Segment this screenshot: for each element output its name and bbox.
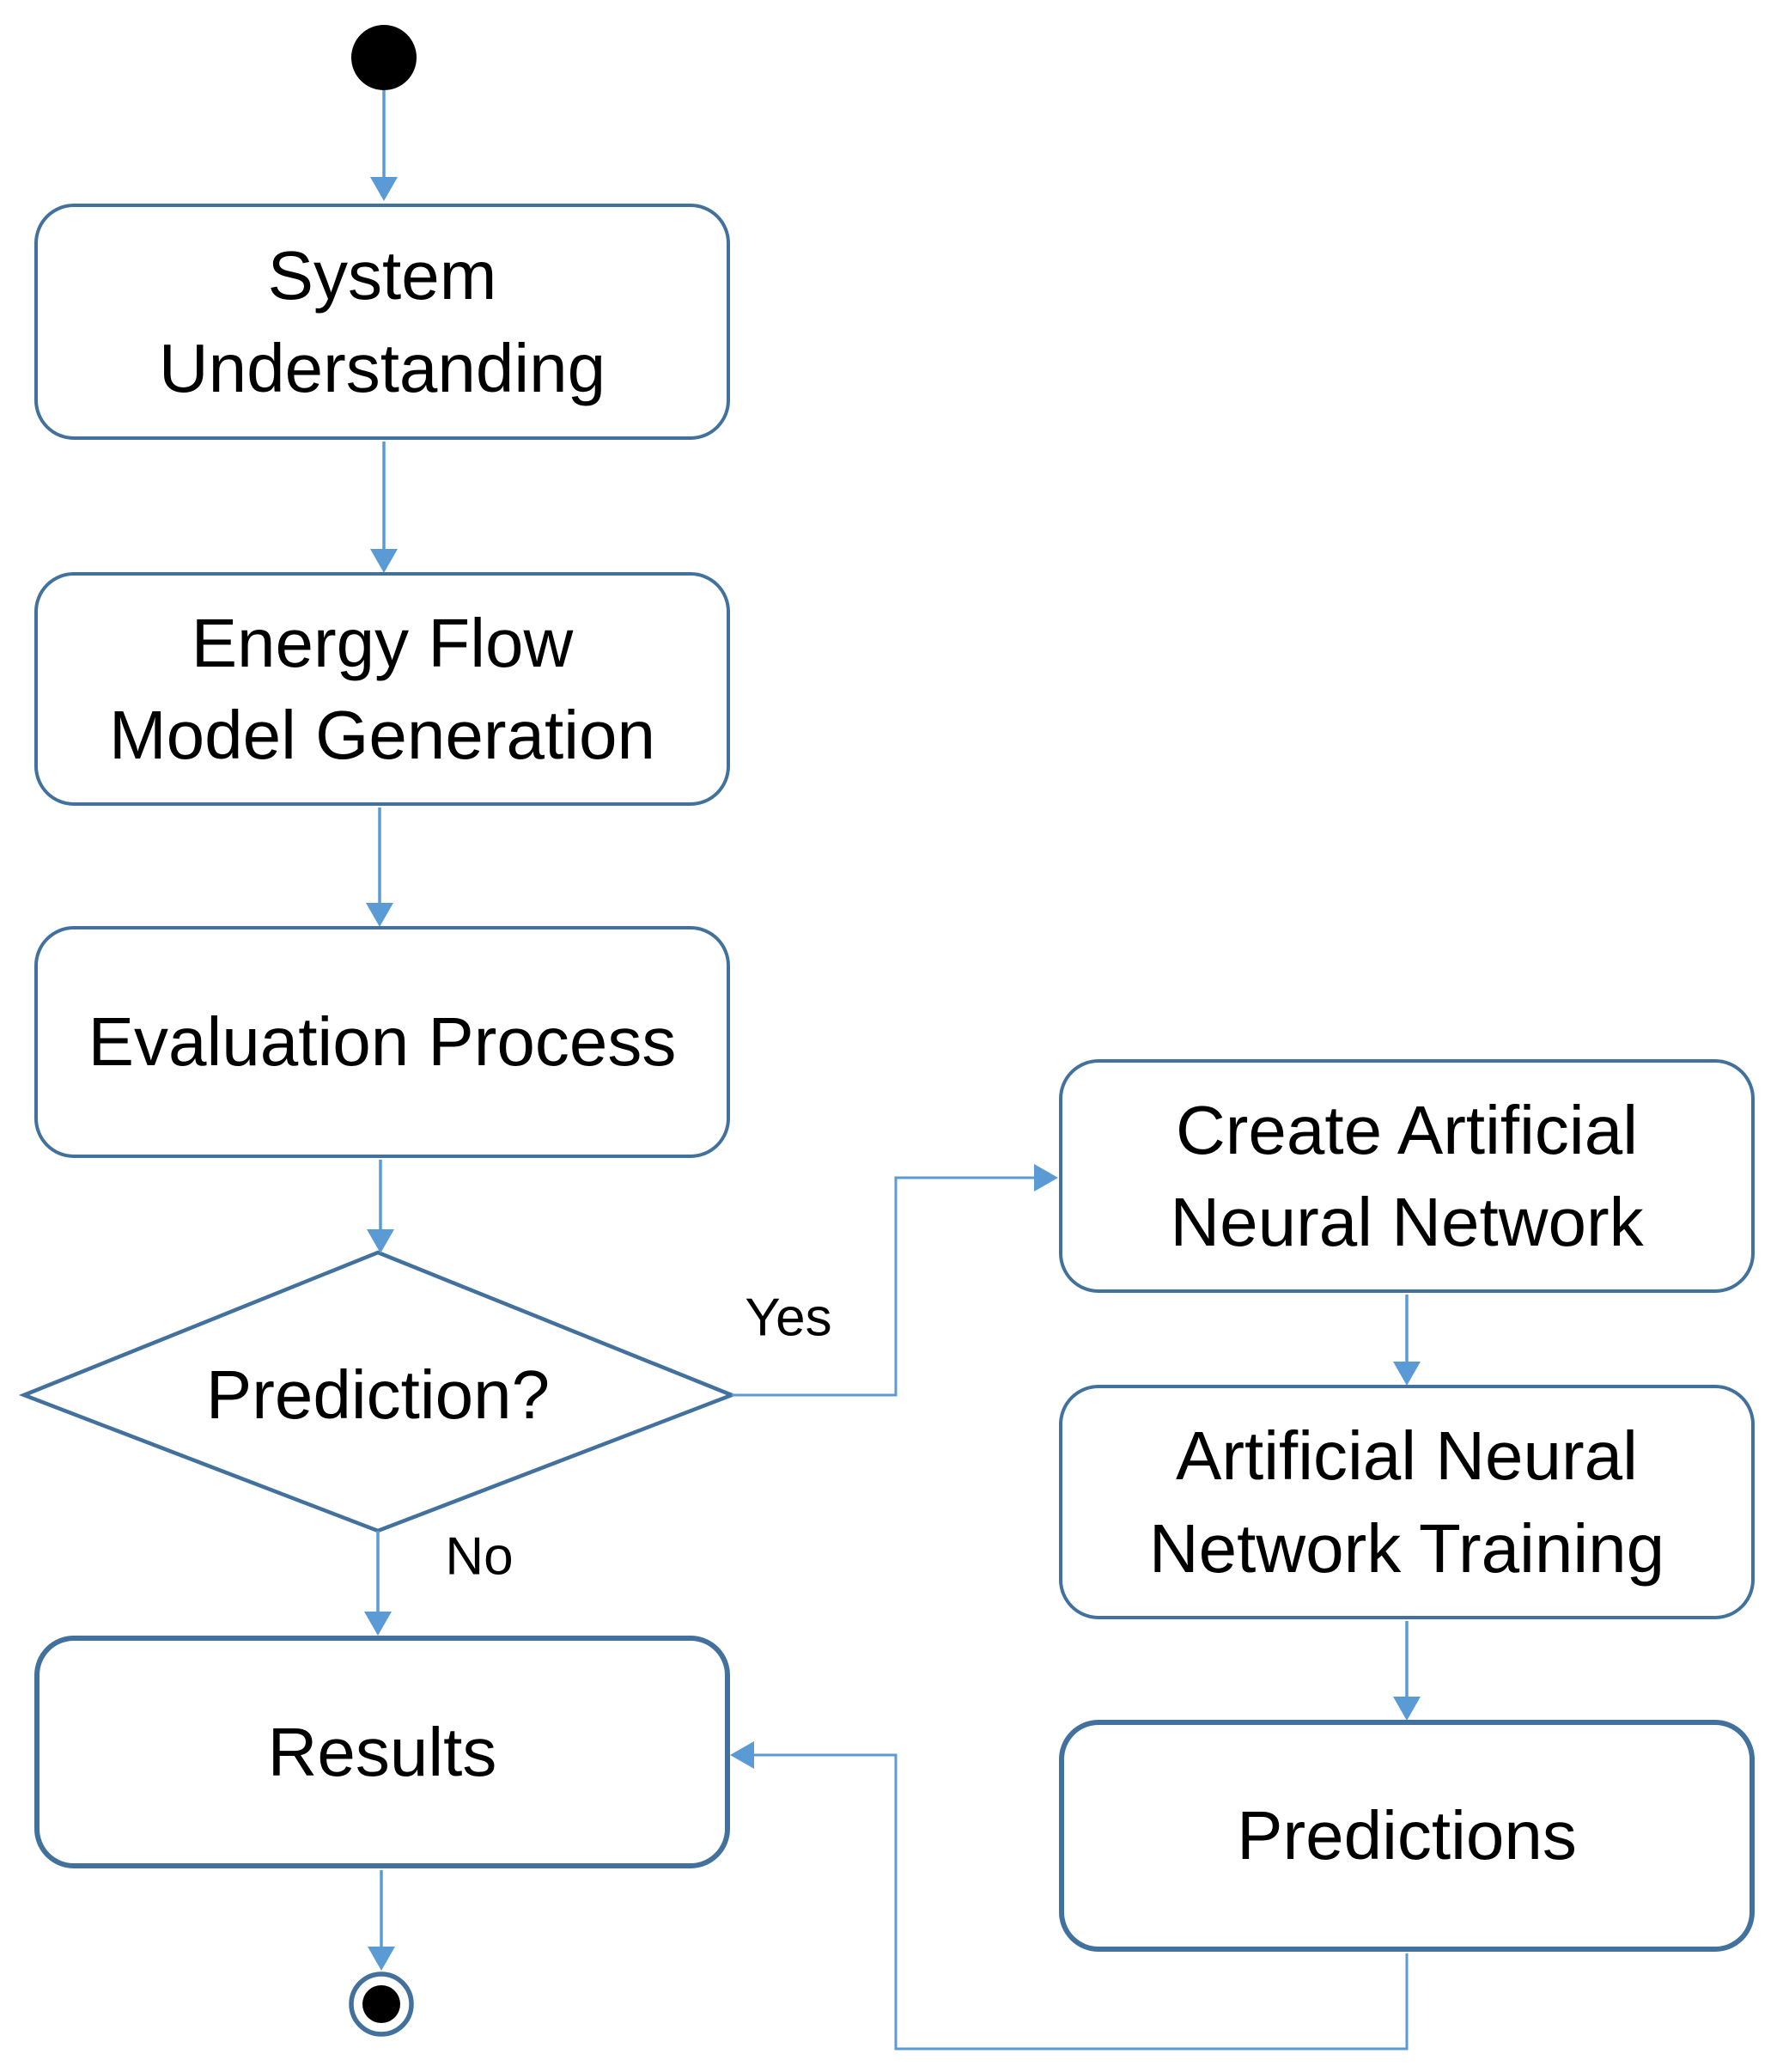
node-predictions: Predictions: [1059, 1720, 1755, 1952]
edge-decision-yes-to-create-ann: [732, 1164, 1058, 1397]
node-label: Energy Flow Model Generation: [109, 604, 655, 773]
node-label: Create Artificial Neural Network: [1170, 1091, 1644, 1260]
start-node-icon: [351, 25, 417, 90]
node-artificial-neural-network-training: Artificial Neural Network Training: [1059, 1385, 1755, 1619]
node-label: Predictions: [1237, 1797, 1577, 1874]
edge-label-yes: Yes: [745, 1288, 832, 1348]
edge-start-to-system-understanding: [370, 90, 398, 201]
edge-predictions-to-results: [730, 1741, 1409, 2051]
node-results: Results: [34, 1636, 730, 1868]
node-create-artificial-neural-network: Create Artificial Neural Network: [1059, 1059, 1755, 1293]
edge-energy-flow-to-evaluation-process: [366, 807, 393, 927]
end-node-icon: [349, 1971, 414, 2037]
node-label: Artificial Neural Network Training: [1148, 1417, 1665, 1587]
edge-create-ann-to-ann-training: [1393, 1295, 1421, 1386]
node-label: System Understanding: [158, 237, 606, 406]
decision-label: Prediction?: [205, 1356, 551, 1433]
node-energy-flow-model-generation: Energy Flow Model Generation: [34, 572, 730, 806]
edge-results-to-end: [368, 1870, 395, 1971]
edge-system-understanding-to-energy-flow: [370, 442, 398, 573]
node-label: Results: [267, 1713, 497, 1790]
edge-label-no: No: [445, 1527, 514, 1587]
edge-evaluation-process-to-decision: [367, 1160, 394, 1253]
node-label: Evaluation Process: [88, 1003, 677, 1081]
edge-decision-no-to-results: [364, 1531, 392, 1636]
edge-ann-training-to-predictions: [1393, 1621, 1421, 1721]
node-system-understanding: System Understanding: [34, 204, 730, 440]
node-evaluation-process: Evaluation Process: [34, 926, 730, 1158]
